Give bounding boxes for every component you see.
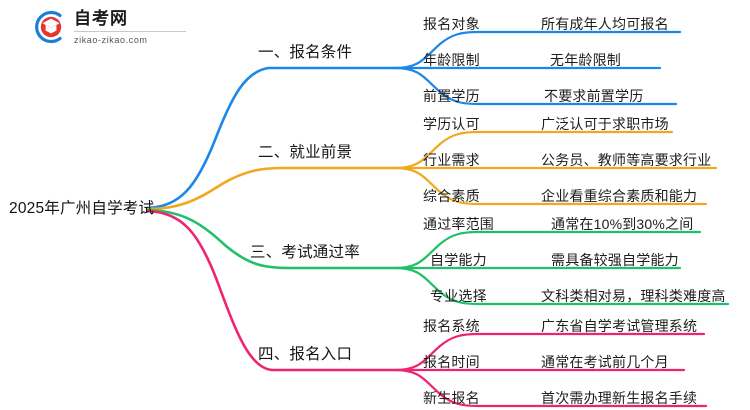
sub-value-4-2: 通常在考试前几个月 xyxy=(541,354,669,370)
branch-2-child-3-connector xyxy=(393,166,708,206)
root-branch-4-connector xyxy=(146,209,397,372)
graduation-cap-logo-icon xyxy=(35,10,62,44)
sub-value-2-3: 企业看重综合素质和能力 xyxy=(541,188,698,204)
sub-label-2-2[interactable]: 行业需求 xyxy=(423,152,480,168)
branch-label-1[interactable]: 一、报名条件 xyxy=(258,44,353,61)
logo-title: 自考网 xyxy=(74,9,128,28)
sub-value-1-2: 无年龄限制 xyxy=(550,52,621,68)
sub-value-3-1: 通常在10%到30%之间 xyxy=(551,216,694,232)
sub-label-2-3[interactable]: 综合素质 xyxy=(423,188,480,204)
branch-label-3[interactable]: 三、考试通过率 xyxy=(250,244,360,261)
branch-3-child-1-connector xyxy=(393,230,702,270)
sub-value-4-1: 广东省自学考试管理系统 xyxy=(541,318,698,334)
sub-label-4-1[interactable]: 报名系统 xyxy=(423,318,480,334)
sub-label-3-1[interactable]: 通过率范围 xyxy=(423,216,494,232)
sub-value-2-2: 公务员、教师等高要求行业 xyxy=(541,152,712,168)
sub-value-2-1: 广泛认可于求职市场 xyxy=(541,116,669,132)
root-branch-1-connector xyxy=(146,66,397,210)
root-node-label[interactable]: 2025年广州自学考试 xyxy=(9,200,155,217)
branch-3-child-3-connector xyxy=(393,266,730,306)
sub-label-4-2[interactable]: 报名时间 xyxy=(423,354,480,370)
branch-label-4[interactable]: 四、报名入口 xyxy=(258,346,353,363)
sub-label-1-3[interactable]: 前置学历 xyxy=(423,88,480,104)
sub-label-1-1[interactable]: 报名对象 xyxy=(423,16,480,32)
branch-4-child-3-connector xyxy=(393,368,708,408)
branch-4-child-1-connector xyxy=(393,332,706,372)
branch-1-child-3-connector xyxy=(393,66,678,106)
sub-value-1-3: 不要求前置学历 xyxy=(544,88,644,104)
sub-label-1-2[interactable]: 年龄限制 xyxy=(423,52,480,68)
branch-2-child-1-connector xyxy=(393,130,674,170)
site-logo[interactable]: 自考网 zikao-zikao.com xyxy=(30,7,190,47)
sub-value-1-1: 所有成年人均可报名 xyxy=(541,16,669,32)
sub-value-4-3: 首次需办理新生报名手续 xyxy=(541,390,698,406)
sub-label-4-3[interactable]: 新生报名 xyxy=(423,390,480,406)
sub-value-3-2: 需具备较强自学能力 xyxy=(551,252,679,268)
root-branch-3-connector xyxy=(146,208,397,270)
logo-divider xyxy=(74,31,186,32)
root-branch-2-connector xyxy=(146,166,397,211)
branch-label-2[interactable]: 二、就业前景 xyxy=(258,144,353,161)
sub-label-2-1[interactable]: 学历认可 xyxy=(423,116,480,132)
sub-label-3-2[interactable]: 自学能力 xyxy=(430,252,487,268)
logo-domain: zikao-zikao.com xyxy=(74,35,148,45)
branch-1-child-1-connector xyxy=(393,30,682,70)
sub-value-3-3: 文科类相对易，理科类难度高 xyxy=(541,288,726,304)
logo-text: 自考网 zikao-zikao.com xyxy=(74,9,186,46)
sub-label-3-3[interactable]: 专业选择 xyxy=(430,288,487,304)
